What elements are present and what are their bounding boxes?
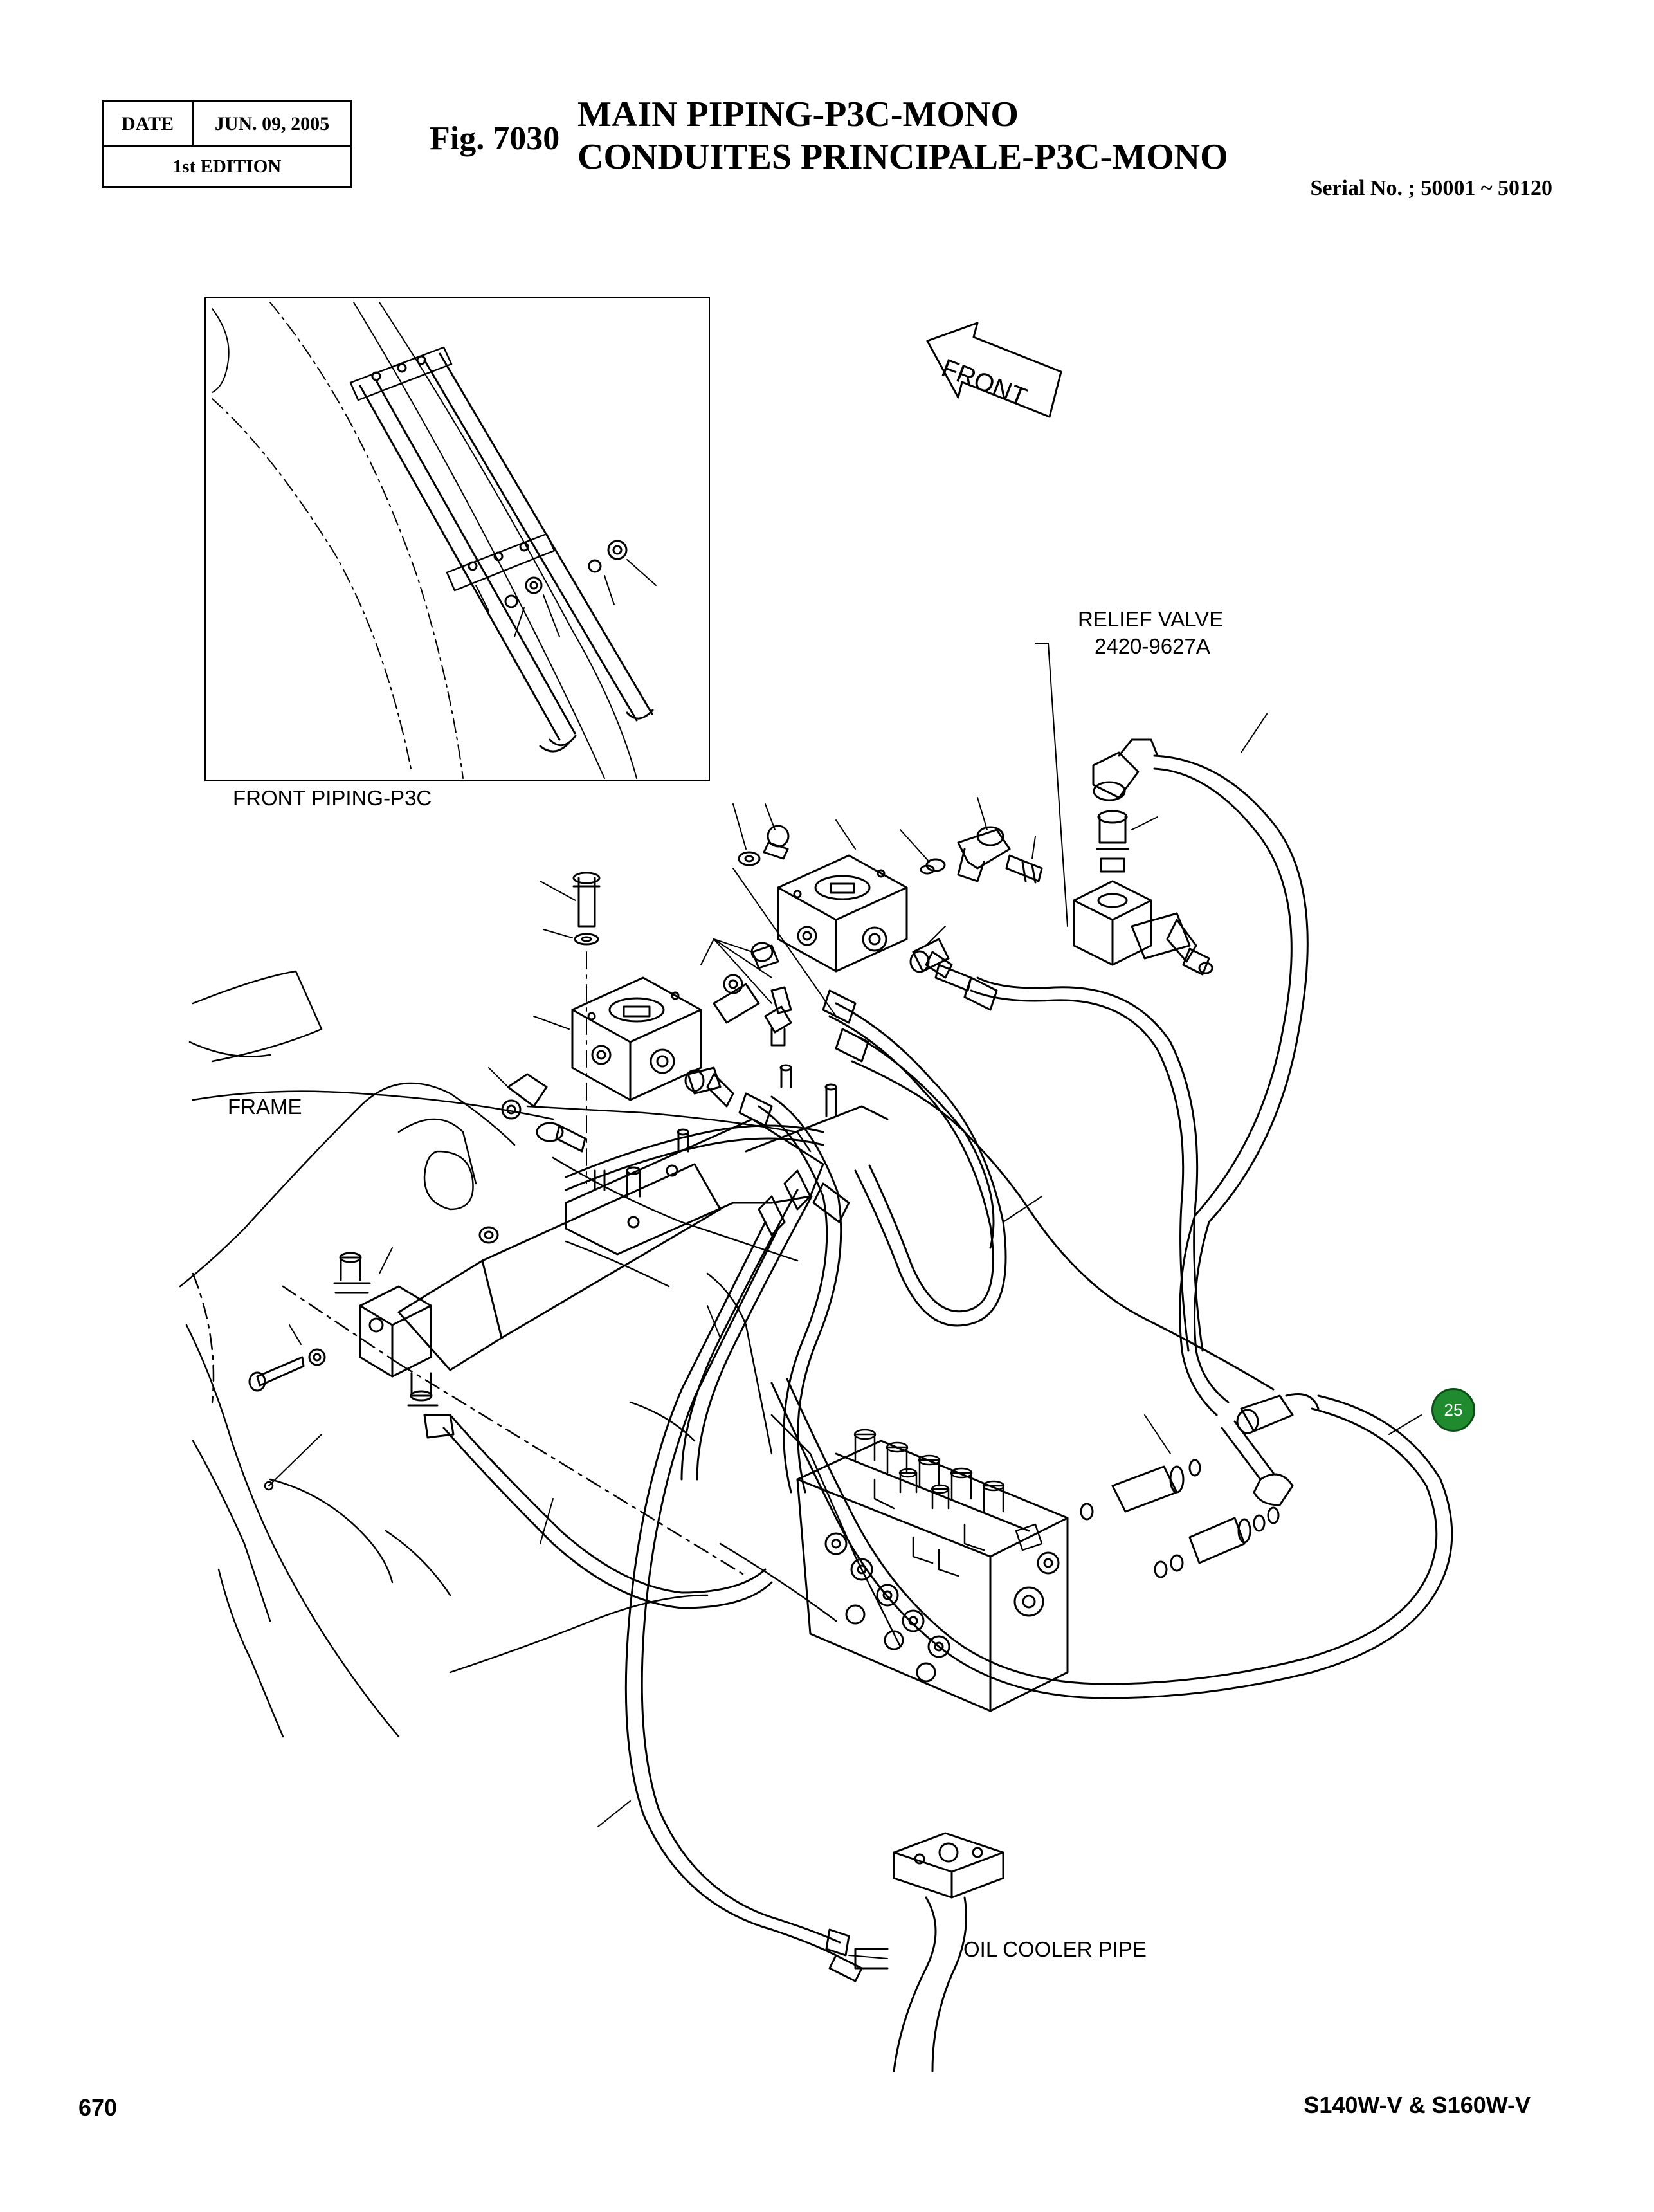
page-title: MAIN PIPING-P3C-MONO [577, 95, 1019, 134]
relief-valve-label: RELIEF VALVE [1078, 607, 1224, 631]
date-edition-box: DATE JUN. 09, 2005 1st EDITION [102, 100, 352, 188]
relief-valve-part-number: 2420-9627A [1095, 634, 1210, 658]
front-piping-inset-drawing [212, 302, 657, 779]
date-row: DATE JUN. 09, 2005 [104, 102, 350, 147]
model-name: S140W-V & S160W-V [1304, 2092, 1531, 2118]
hydraulic-hoses [442, 713, 1453, 1957]
figure-number: Fig. 7030 [430, 120, 560, 157]
manifold-block-center [488, 872, 792, 1184]
date-label: DATE [104, 102, 194, 145]
relief-valve-drawing [1035, 643, 1213, 976]
oil-cooler-pipe-drawing [825, 1832, 1004, 2072]
manifold-block-upper [732, 797, 1043, 1017]
tee-block-left [248, 1226, 499, 1439]
callout-badge-25[interactable]: 25 [1431, 1388, 1475, 1432]
front-piping-label: FRONT PIPING-P3C [233, 786, 432, 810]
frame-outline [179, 970, 902, 1738]
front-piping-inset [204, 297, 710, 781]
frame-label: FRAME [228, 1095, 302, 1119]
oil-cooler-pipe-label: OIL COOLER PIPE [963, 1937, 1147, 1961]
mounting-bracket [397, 1064, 889, 1371]
edition-label: 1st EDITION [172, 156, 282, 177]
front-direction-arrow [926, 322, 1062, 418]
serial-number: Serial No. ; 50001 ~ 50120 [1310, 176, 1552, 200]
page-subtitle: CONDUITES PRINCIPALE-P3C-MONO [577, 137, 1228, 177]
page-number: 670 [78, 2094, 118, 2121]
date-value: JUN. 09, 2005 [214, 113, 330, 134]
control-valve-assembly [796, 1393, 1320, 1712]
